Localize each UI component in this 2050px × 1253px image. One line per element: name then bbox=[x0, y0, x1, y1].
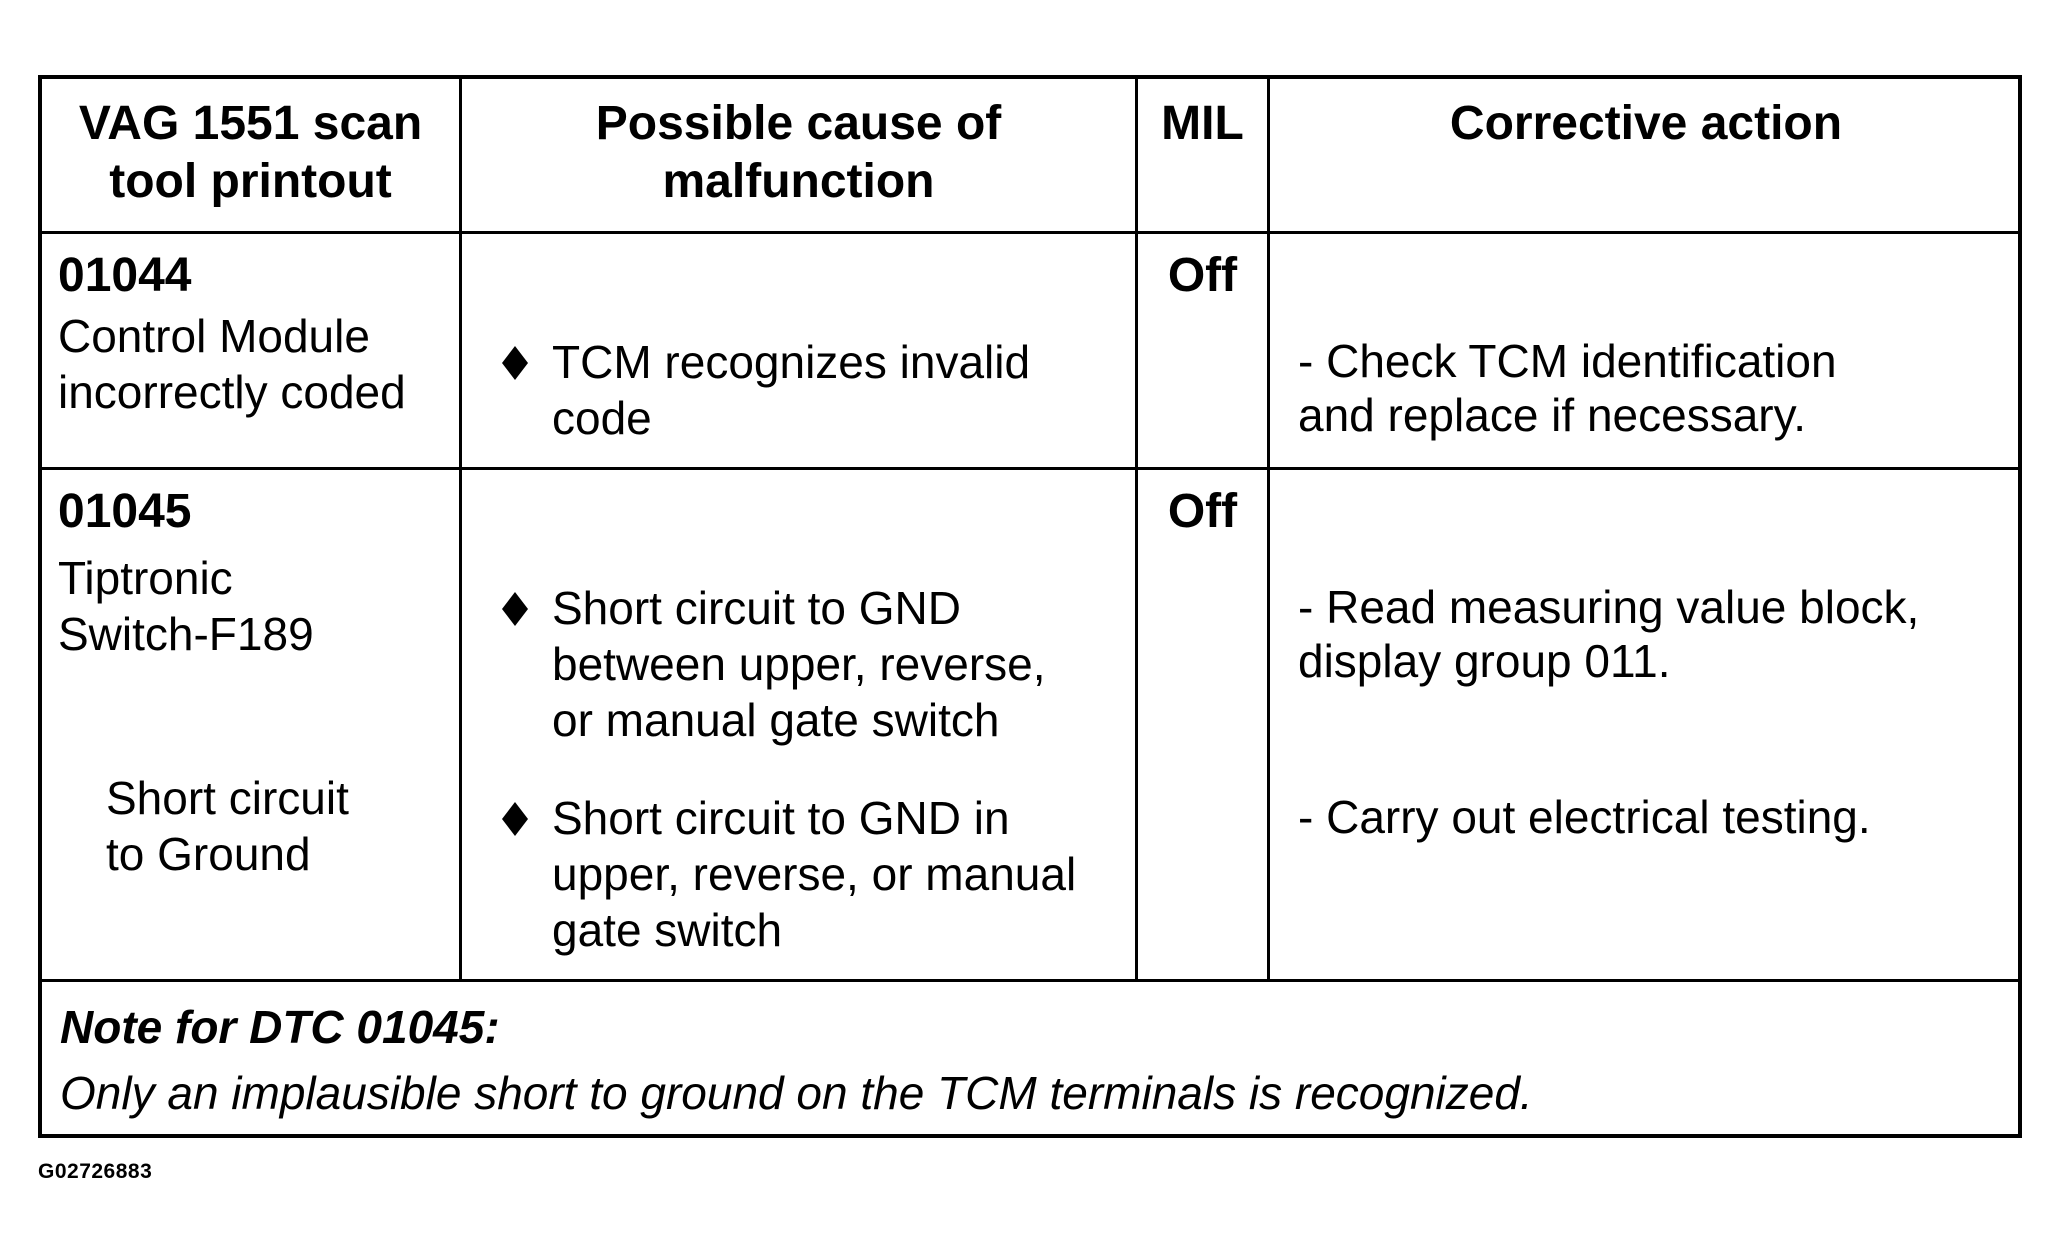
row-01044-printout-cell: 01044 Control Module incorrectly coded bbox=[42, 234, 462, 470]
header-scan-tool-printout: VAG 1551 scan tool printout bbox=[42, 79, 462, 234]
header-corrective-action: Corrective action bbox=[1270, 79, 2022, 234]
header-line: tool printout bbox=[109, 155, 392, 208]
dtc-code: 01045 bbox=[58, 485, 192, 538]
cause-line: upper, reverse, or manual bbox=[552, 848, 1077, 900]
row-01045-printout-cell: 01045 Tiptronic Switch-F189 Short circui… bbox=[42, 470, 462, 982]
dtc-fault-type-line: to Ground bbox=[106, 828, 311, 880]
diamond-bullet-icon bbox=[502, 580, 532, 636]
cause-line: Short circuit to GND bbox=[552, 582, 961, 634]
cause-item: Short circuit to GND in upper, reverse, … bbox=[502, 790, 1076, 958]
header-possible-cause: Possible cause of malfunction bbox=[462, 79, 1138, 234]
cause-line: Short circuit to GND in bbox=[552, 792, 1010, 844]
header-line: MIL bbox=[1161, 97, 1244, 150]
cause-line: TCM recognizes invalid bbox=[552, 336, 1031, 388]
header-line: malfunction bbox=[662, 155, 935, 208]
header-line: Possible cause of bbox=[595, 97, 1002, 150]
diamond-bullet-icon bbox=[502, 334, 532, 390]
action-item: - Check TCM identification and replace i… bbox=[1298, 334, 1837, 442]
cause-line: between upper, reverse, bbox=[552, 638, 1046, 690]
diamond-bullet-icon bbox=[502, 790, 532, 846]
row-01045-action-cell: - Read measuring value block, display gr… bbox=[1270, 470, 2022, 982]
row-01044-cause-cell: TCM recognizes invalid code bbox=[462, 234, 1138, 470]
cause-item: TCM recognizes invalid code bbox=[502, 334, 1030, 446]
cause-text: Short circuit to GND between upper, reve… bbox=[552, 580, 1046, 748]
dtc-description-line: Tiptronic bbox=[58, 552, 233, 604]
cause-line: or manual gate switch bbox=[552, 694, 1000, 746]
header-mil: MIL bbox=[1138, 79, 1270, 234]
dtc-description-line: Switch-F189 bbox=[58, 608, 314, 660]
cause-text: TCM recognizes invalid code bbox=[552, 334, 1030, 446]
dtc-fault-type: Short circuit to Ground bbox=[106, 770, 349, 882]
dtc-code: 01044 bbox=[58, 249, 192, 302]
header-line: VAG 1551 scan bbox=[78, 97, 423, 150]
row-01045-cause-cell: Short circuit to GND between upper, reve… bbox=[462, 470, 1138, 982]
mil-status: Off bbox=[1167, 485, 1238, 538]
action-line: - Check TCM identification bbox=[1298, 335, 1837, 387]
cause-line: code bbox=[552, 392, 652, 444]
dtc-description: Tiptronic Switch-F189 bbox=[58, 550, 314, 662]
mil-status: Off bbox=[1167, 249, 1238, 302]
dtc-description-line: incorrectly coded bbox=[58, 366, 406, 418]
action-line: - Carry out electrical testing. bbox=[1298, 791, 1871, 843]
action-line: and replace if necessary. bbox=[1298, 389, 1806, 441]
cause-text: Short circuit to GND in upper, reverse, … bbox=[552, 790, 1076, 958]
dtc-fault-type-line: Short circuit bbox=[106, 772, 349, 824]
action-line: - Read measuring value block, bbox=[1298, 581, 1920, 633]
row-01044-action-cell: - Check TCM identification and replace i… bbox=[1270, 234, 2022, 470]
cause-line: gate switch bbox=[552, 904, 783, 956]
dtc-description: Control Module incorrectly coded bbox=[58, 308, 406, 420]
note-title: Note for DTC 01045: bbox=[60, 1001, 500, 1053]
dtc-table: VAG 1551 scan tool printout Possible cau… bbox=[38, 75, 2022, 1138]
action-line: display group 011. bbox=[1298, 635, 1671, 687]
cause-item: Short circuit to GND between upper, reve… bbox=[502, 580, 1046, 748]
header-line: Corrective action bbox=[1449, 97, 1843, 150]
action-item: - Carry out electrical testing. bbox=[1298, 790, 1871, 844]
row-01045-mil-cell: Off bbox=[1138, 470, 1270, 982]
note-text: Only an implausible short to ground on t… bbox=[60, 1067, 1533, 1119]
action-item: - Read measuring value block, display gr… bbox=[1298, 580, 1919, 688]
dtc-description-line: Control Module bbox=[58, 310, 370, 362]
figure-id: G02726883 bbox=[38, 1160, 153, 1183]
row-01044-mil-cell: Off bbox=[1138, 234, 1270, 470]
note-cell: Note for DTC 01045: Only an implausible … bbox=[42, 982, 2022, 1134]
